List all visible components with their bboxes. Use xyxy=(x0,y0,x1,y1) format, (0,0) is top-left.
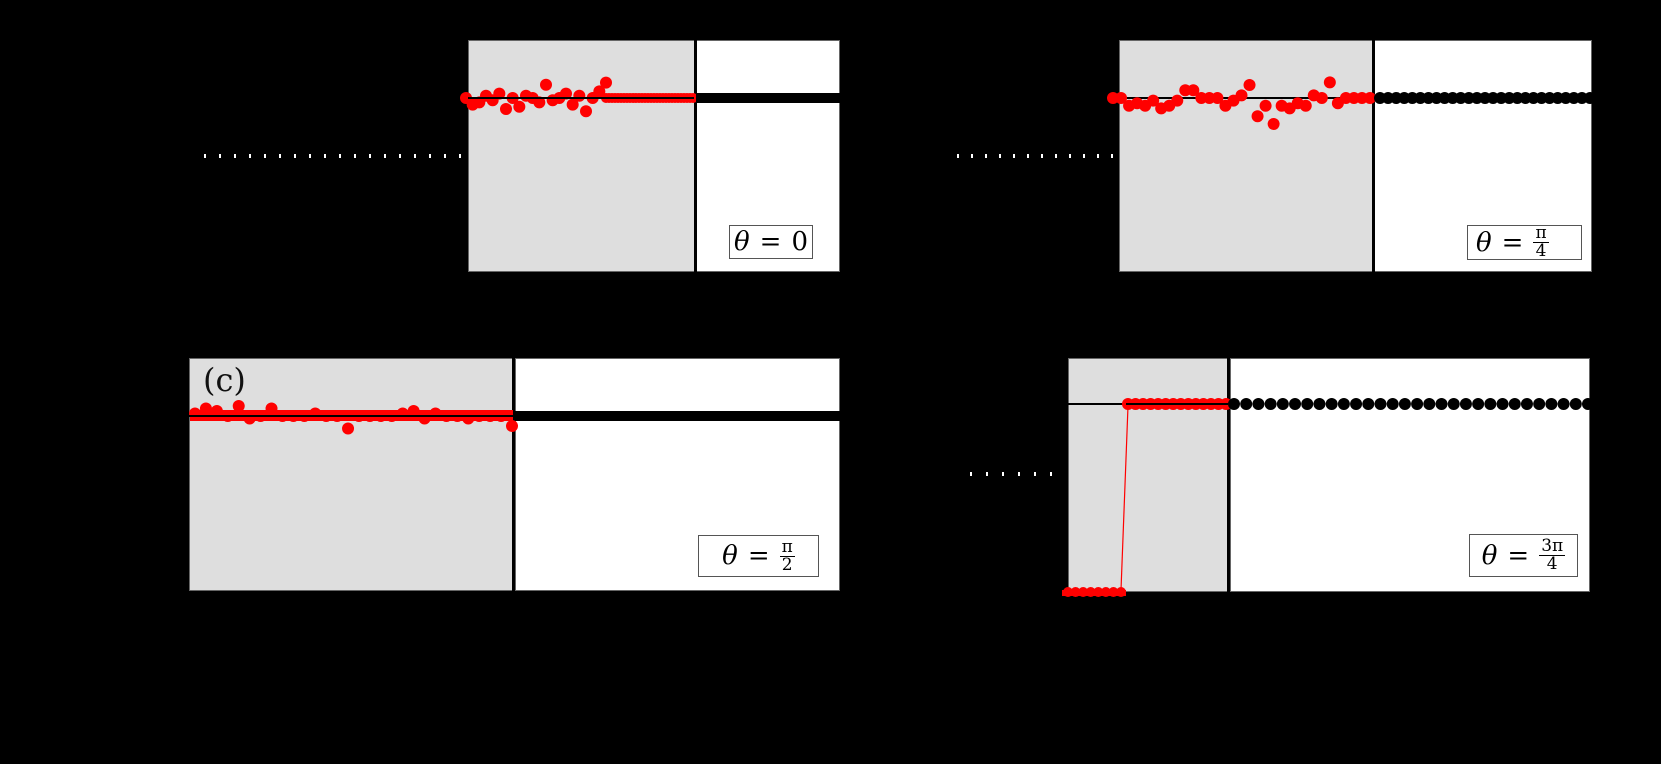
equals-sign: = xyxy=(759,227,782,257)
theta-symbol: θ xyxy=(722,541,738,571)
theta-fraction: π 4 xyxy=(1533,223,1549,261)
fraction-denominator: 2 xyxy=(781,554,793,575)
fraction-numerator: π xyxy=(1533,223,1549,243)
panel-a-theta-label: θ = 0 xyxy=(729,225,813,259)
fraction-denominator: 4 xyxy=(1535,241,1547,261)
equals-sign: = xyxy=(1501,227,1524,258)
panel-c-theta-label: θ = π 2 xyxy=(698,535,819,577)
panel-b-divider xyxy=(1372,40,1375,272)
panel-c-letter: (c) xyxy=(203,361,246,399)
theta-value: 0 xyxy=(791,227,808,257)
panel-b-theta-label: θ = π 4 xyxy=(1467,225,1582,260)
theta-symbol: θ xyxy=(1476,227,1492,258)
fraction-numerator: 3π xyxy=(1539,536,1566,556)
equals-sign: = xyxy=(1507,540,1530,571)
theta-fraction: 3π 4 xyxy=(1539,536,1566,574)
panel-c-gray-region xyxy=(189,358,515,591)
panel-d-gray-region xyxy=(1068,358,1230,592)
equals-sign: = xyxy=(747,541,770,571)
theta-fraction: π 2 xyxy=(779,536,795,575)
panel-d-divider xyxy=(1227,358,1230,592)
panel-c-divider xyxy=(512,358,515,591)
panel-d-theta-label: θ = 3π 4 xyxy=(1469,534,1578,577)
panel-a-gray-region xyxy=(468,40,696,272)
theta-symbol: θ xyxy=(1481,540,1498,571)
theta-symbol: θ xyxy=(734,227,750,257)
fraction-denominator: 4 xyxy=(1546,554,1558,574)
fraction-numerator: π xyxy=(779,536,795,557)
panel-a-divider xyxy=(694,40,697,272)
